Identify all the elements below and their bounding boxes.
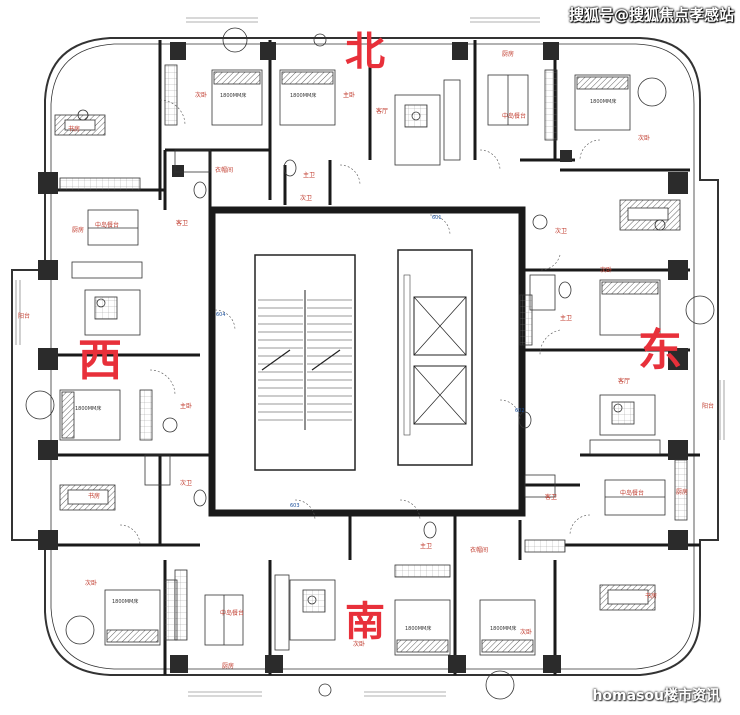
bed-label: 1800MM床: [590, 98, 616, 105]
watermark-top: 搜狐号@搜狐焦点孝感站: [568, 6, 734, 24]
room-label: 客卫: [545, 493, 557, 501]
windows: [15, 17, 725, 697]
room-label: 中岛餐台: [220, 609, 244, 617]
room-label: 衣帽间: [215, 166, 233, 174]
core: [208, 206, 526, 517]
room-label: 主卫: [560, 314, 572, 322]
room-label: 中岛餐台: [95, 221, 119, 229]
room-label: 客卫: [176, 219, 188, 227]
doors: [119, 99, 601, 546]
unit-601-label: 601: [432, 215, 442, 221]
room-label: 主卧: [180, 402, 192, 410]
room-label: 主卧: [343, 91, 355, 99]
direction-west: 西: [78, 335, 122, 386]
beds: [59, 69, 661, 656]
direction-south: 南: [345, 599, 385, 645]
pillars: [38, 42, 688, 673]
room-label: 次卧: [600, 266, 612, 274]
room-label: 次卫: [555, 227, 567, 235]
room-label: 厨房: [222, 662, 234, 670]
room-label: 次卫: [300, 194, 312, 202]
room-label: 厨房: [72, 226, 84, 234]
unit-603-label: 603: [290, 503, 300, 509]
room-label: 主卫: [420, 542, 432, 550]
watermark-bottom: homasou楼市资讯: [592, 688, 720, 704]
room-label: 书房: [88, 492, 100, 500]
room-label: 次卧: [353, 640, 365, 648]
room-label: 阳台: [18, 312, 30, 320]
bed-label: 1800MM床: [112, 598, 138, 605]
furniture: [25, 27, 715, 700]
building-outline: [11, 37, 719, 676]
room-labels: 次卧 主卧 客厅 厨房 中岛餐台 次卧 书房 厨房 中岛餐台 客卫 衣帽间 主卫…: [18, 50, 714, 670]
room-label: 书房: [645, 592, 657, 600]
room-label: 厨房: [676, 488, 688, 496]
direction-north: 北: [345, 29, 385, 75]
room-label: 书房: [68, 125, 80, 133]
direction-east: 东: [638, 325, 682, 376]
unit-604-label: 604: [216, 312, 226, 318]
room-label: 主卫: [303, 171, 315, 179]
bed-label: 1800MM床: [490, 625, 516, 632]
room-label: 厨房: [502, 50, 514, 58]
room-label: 中岛餐台: [620, 489, 644, 497]
bed-label: 1800MM床: [220, 92, 246, 99]
room-label: 中岛餐台: [502, 112, 526, 120]
room-label: 客厅: [618, 377, 630, 385]
room-label: 阳台: [702, 402, 714, 410]
bed-label: 1800MM床: [75, 405, 101, 412]
room-label: 次卧: [638, 134, 650, 142]
room-label: 衣帽间: [470, 546, 488, 554]
room-label: 次卫: [180, 479, 192, 487]
bathroom-fixtures: [144, 33, 572, 697]
room-label: 次卧: [520, 628, 532, 636]
unit-602-label: 602: [515, 408, 525, 414]
bed-label: 1800MM床: [405, 625, 431, 632]
room-label: 客厅: [376, 107, 388, 115]
room-label: 次卧: [195, 91, 207, 99]
bed-label: 1800MM床: [290, 92, 316, 99]
room-label: 次卧: [85, 579, 97, 587]
bed-labels: 1800MM床 1800MM床 1800MM床 1800MM床 1800MM床 …: [75, 92, 616, 632]
partition-walls: [45, 40, 700, 675]
